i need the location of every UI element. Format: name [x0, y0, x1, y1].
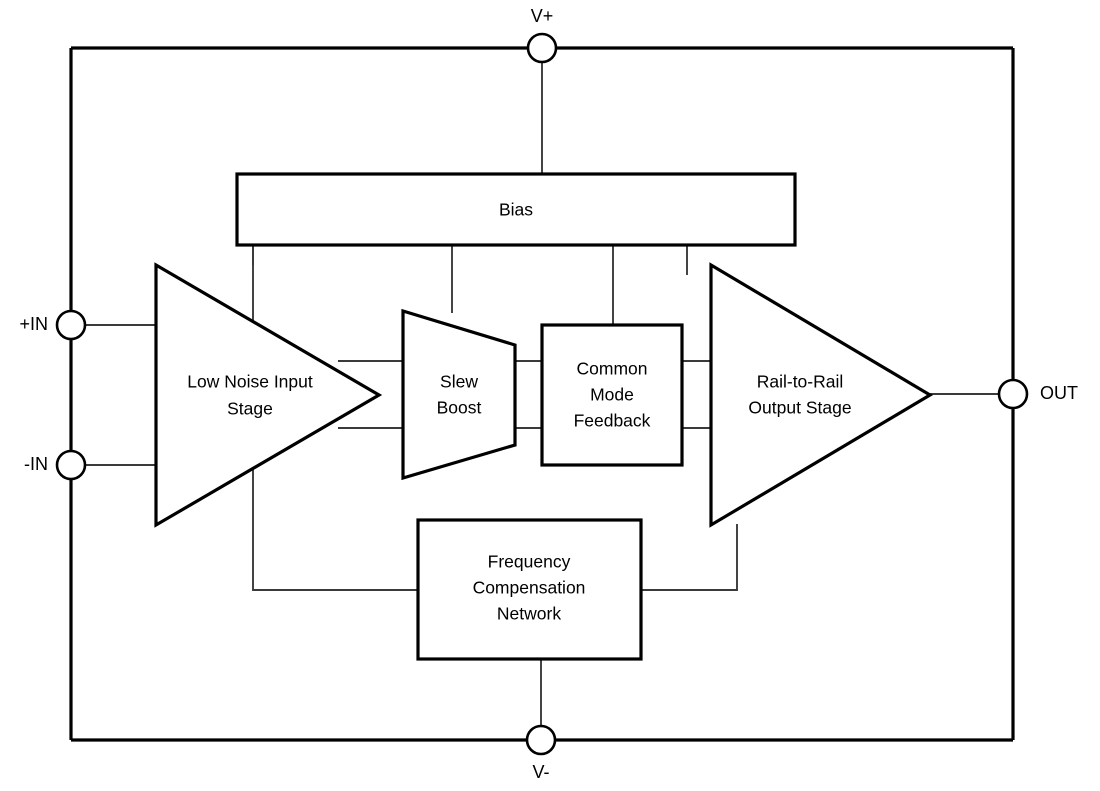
freq-comp-network-shape [416, 518, 643, 661]
terminals: V+ V- +IN -IN OUT [19, 6, 1078, 782]
terminal-in-plus-label: +IN [19, 314, 48, 334]
cmfeedback-label-line3: Feedback [574, 411, 651, 431]
terminal-in-plus[interactable] [55, 309, 87, 341]
terminal-v-minus[interactable] [525, 724, 557, 756]
bias-label: Bias [499, 200, 533, 220]
output-stage-triangle-shape [709, 262, 934, 528]
block-slew-boost[interactable]: Slew Boost [401, 308, 517, 481]
block-bias[interactable]: Bias [235, 172, 797, 247]
slew-boost-label-line1: Slew [440, 372, 478, 392]
terminal-out[interactable] [997, 378, 1029, 410]
interstage-wires [338, 360, 738, 591]
bias-block-shape [235, 172, 797, 247]
freqcomp-label-line2: Compensation [473, 578, 586, 598]
input-stage-label-line1: Low Noise Input [187, 372, 313, 392]
common-mode-feedback-shape [540, 323, 684, 467]
block-input-stage[interactable]: Low Noise Input Stage [154, 262, 383, 528]
terminal-v-plus-label: V+ [531, 6, 554, 26]
cmfeedback-label-line2: Mode [590, 385, 634, 405]
terminal-in-minus[interactable] [55, 449, 87, 481]
output-stage-label-line1: Rail-to-Rail [757, 372, 844, 392]
input-stage-label-line2: Stage [227, 399, 273, 419]
slew-boost-trapezoid-shape [401, 308, 517, 481]
terminal-v-minus-label: V- [532, 762, 549, 782]
freqcomp-label-line1: Frequency [488, 552, 571, 572]
slew-boost-label-line2: Boost [437, 398, 482, 418]
freqcomp-label-line3: Network [497, 604, 561, 624]
output-stage-label-line2: Output Stage [748, 398, 851, 418]
cmfeedback-label-line1: Common [577, 359, 648, 379]
terminal-out-label: OUT [1040, 383, 1078, 403]
freqcomp-to-outputstage-wire [641, 524, 738, 591]
input-wires [71, 324, 156, 466]
block-output-stage[interactable]: Rail-to-Rail Output Stage [709, 262, 934, 528]
block-common-mode-feedback[interactable]: Common Mode Feedback [540, 323, 684, 467]
terminal-v-plus[interactable] [526, 32, 558, 64]
terminal-in-minus-label: -IN [24, 454, 48, 474]
input-stage-triangle-shape [154, 262, 383, 528]
block-freq-comp[interactable]: Frequency Compensation Network [416, 518, 643, 661]
